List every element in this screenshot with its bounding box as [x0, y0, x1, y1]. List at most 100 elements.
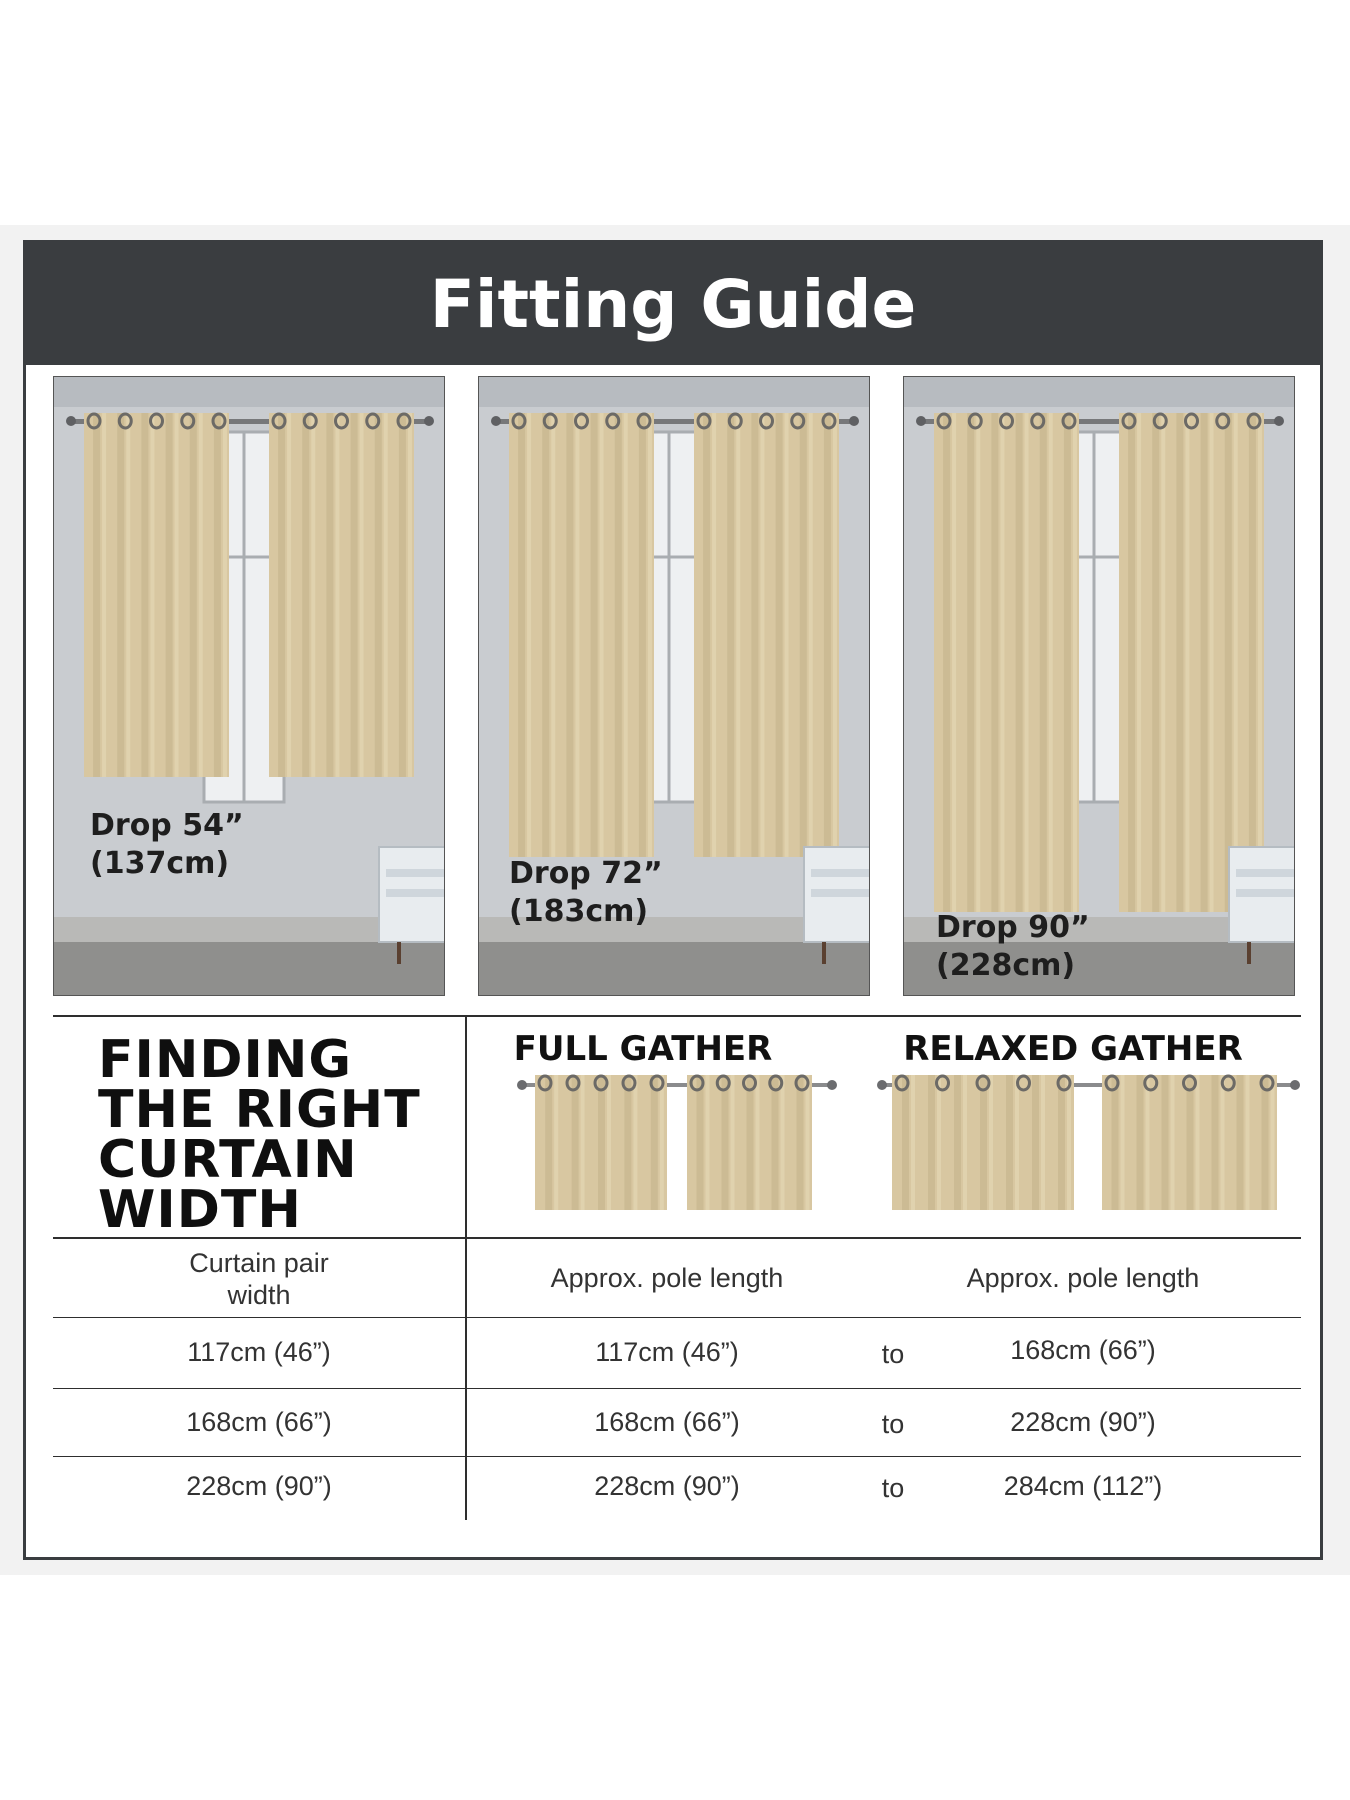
divider [53, 1015, 1301, 1017]
curtain-fold [278, 413, 286, 777]
curtain-fold [771, 1075, 779, 1210]
divider [53, 1317, 1301, 1318]
eyelet-ring [1061, 412, 1077, 430]
eyelet-ring [211, 412, 227, 430]
eyelet-ring [999, 412, 1014, 430]
curtain-highlight [784, 413, 789, 857]
title-banner: Fitting Guide [26, 243, 1320, 365]
curtain-panel [1119, 412, 1264, 912]
curtain-fold [1200, 413, 1208, 912]
eyelet-ring [396, 412, 412, 430]
curtain-highlight [551, 413, 556, 857]
eyelet-ring [334, 412, 349, 430]
col-header-relaxed-pole: Approx. pole length [966, 1263, 1200, 1293]
curtain-highlight [599, 413, 604, 857]
curtain-fold [374, 413, 382, 777]
eyelet-ring [696, 412, 712, 430]
pole-finial [491, 416, 501, 426]
curtain-highlight [1270, 1075, 1275, 1210]
curtain-fold [326, 413, 334, 777]
curtain-fold [545, 1075, 553, 1210]
table-cell-to-word: to [881, 1409, 905, 1439]
eyelet-ring [1056, 1074, 1072, 1092]
eyelet-ring [1030, 412, 1046, 430]
curtain-highlight [174, 413, 179, 777]
curtain-fold [928, 1075, 935, 1210]
eyelet-ring [574, 412, 589, 430]
eyelet-ring [1220, 1074, 1236, 1092]
curtain-highlight [580, 1075, 585, 1210]
curtain-fold [1032, 1075, 1039, 1210]
guide-frame: Fitting Guide Drop 54” (137cm) Drop 72” … [23, 240, 1323, 1560]
eyelet-ring [86, 412, 102, 430]
curtain-fold [571, 1075, 579, 1210]
eyelet-ring [180, 412, 196, 430]
drop-cm: (137cm) [90, 846, 230, 881]
eyelet-ring [821, 412, 837, 430]
curtain-fold [117, 413, 125, 777]
curtain-fold [165, 413, 173, 777]
width-section: FINDING THE RIGHT CURTAIN WIDTH FULL GAT… [53, 1015, 1301, 1520]
pole-finial [1274, 416, 1284, 426]
curtain-highlight [1072, 413, 1077, 912]
curtain-fold [141, 413, 149, 777]
eyelet-ring [715, 1074, 731, 1092]
curtain-highlight [911, 1075, 915, 1210]
curtain-fold [542, 413, 550, 857]
eyelet-ring [537, 1074, 553, 1092]
curtain-highlight [730, 1075, 735, 1210]
curtain-highlight [198, 413, 203, 777]
eyelet-ring [1016, 1074, 1031, 1092]
curtain-fold [775, 413, 783, 857]
sofa-leg [397, 942, 401, 964]
eyelet-ring [936, 412, 952, 430]
curtain-fold [1136, 1075, 1144, 1210]
curtain-panel [1102, 1074, 1277, 1210]
curtain-fold [980, 1075, 987, 1210]
curtain-fold [566, 413, 574, 857]
curtain-highlight [1233, 413, 1238, 912]
eyelet-ring [542, 412, 558, 430]
curtain-fold [943, 413, 951, 912]
curtain-highlight [780, 1075, 785, 1210]
curtain-highlight [1137, 413, 1142, 912]
rug [904, 942, 1294, 995]
curtain-fabric [84, 413, 229, 777]
curtain-fold [1152, 413, 1160, 912]
eyelet-ring [1152, 412, 1168, 430]
sofa-stripe [811, 869, 869, 877]
eyelet-ring [759, 412, 774, 430]
curtain-fold [598, 1075, 605, 1210]
curtain-highlight [335, 413, 340, 777]
ceiling-shade [479, 377, 869, 407]
eyelet-ring [1215, 412, 1231, 430]
curtain-highlight [1145, 1075, 1150, 1210]
curtain-highlight [976, 413, 981, 912]
curtain-highlight [1015, 1075, 1019, 1210]
drop-inches: Drop 90” [936, 910, 1090, 945]
sofa-stripe [1236, 889, 1294, 897]
drop-label-54: Drop 54” (137cm) [90, 807, 244, 883]
curtain-fold [213, 413, 221, 777]
curtain-fold [967, 413, 975, 912]
curtain-fold [1128, 413, 1136, 912]
curtain-panel [694, 412, 839, 857]
pole-finial [424, 416, 434, 426]
eyelet-ring [689, 1074, 705, 1092]
drop-inches: Drop 72” [509, 856, 663, 891]
curtain-highlight [1220, 1075, 1225, 1210]
curtain-fold [614, 413, 622, 857]
curtain-fabric [509, 413, 654, 857]
drop-cm: (183cm) [509, 894, 649, 929]
pole-finial [66, 416, 76, 426]
curtain-highlight [1245, 1075, 1250, 1210]
pole-finial [1290, 1080, 1300, 1090]
eyelet-ring [1184, 412, 1199, 430]
curtain-fold [638, 413, 646, 857]
curtain-pole [522, 1083, 832, 1087]
pole-finial [849, 416, 859, 426]
eyelet-ring [967, 412, 983, 430]
curtain-highlight [952, 413, 957, 912]
curtain-highlight [1185, 413, 1190, 912]
table-cell-from: 168cm (66”) [594, 1407, 740, 1437]
